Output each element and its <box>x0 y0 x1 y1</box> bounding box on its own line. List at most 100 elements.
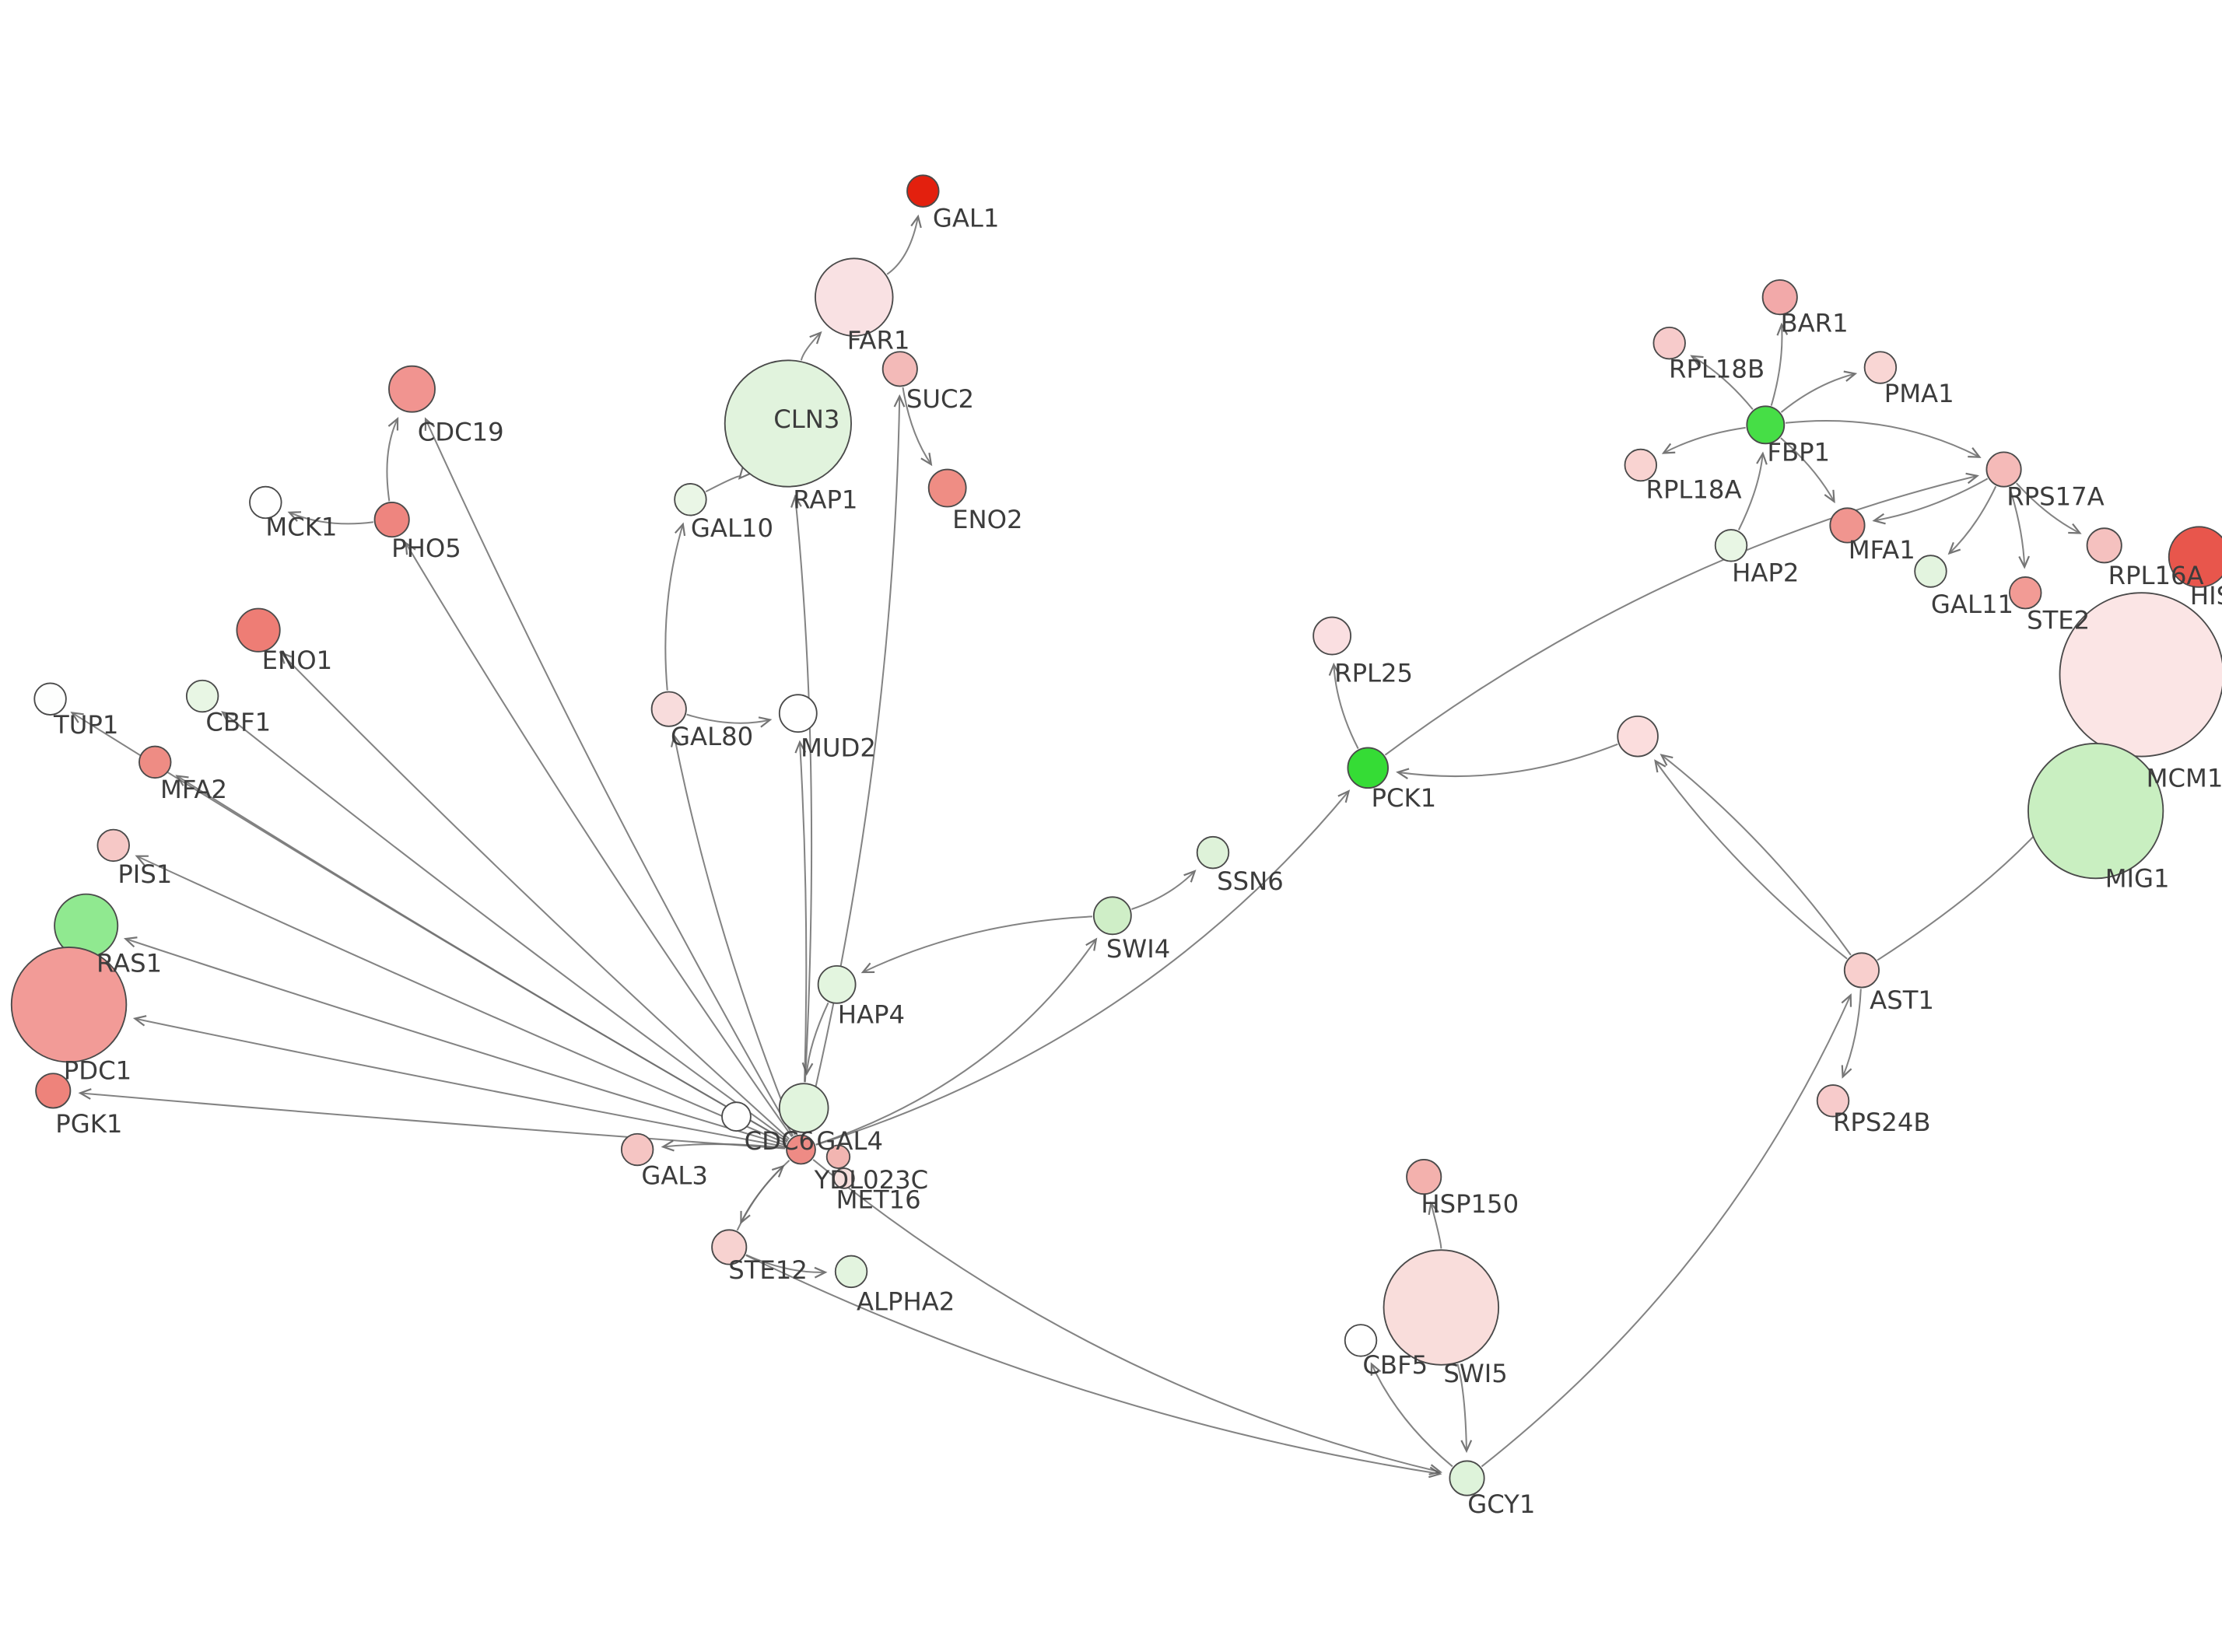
node-tup1[interactable] <box>33 682 67 716</box>
node-label-ast1: AST1 <box>1870 985 1934 1015</box>
node-label-hap2: HAP2 <box>1732 558 1799 587</box>
node-swi4[interactable] <box>1092 896 1132 936</box>
node-gcy1[interactable] <box>1449 1460 1485 1496</box>
node-met16[interactable] <box>833 1167 855 1189</box>
node-ste2[interactable] <box>2009 576 2042 610</box>
node-rpl25[interactable] <box>1313 616 1352 656</box>
node-rps24b[interactable] <box>1816 1084 1850 1118</box>
node-ste12[interactable] <box>711 1229 748 1265</box>
node-hap2[interactable] <box>1714 529 1748 562</box>
node-cdc6[interactable] <box>778 1083 829 1133</box>
node-gal3[interactable] <box>620 1132 654 1167</box>
node-mfa2[interactable] <box>138 745 172 779</box>
node-pgk1[interactable] <box>35 1073 72 1109</box>
node-mck1[interactable] <box>249 485 282 520</box>
node-label-ste2: STE2 <box>2027 605 2090 635</box>
node-cdc19[interactable] <box>388 365 436 413</box>
node-mcm1[interactable] <box>2059 592 2222 758</box>
node-label-rap1: RAP1 <box>793 485 857 514</box>
node-label-pho5: PHO5 <box>391 534 461 563</box>
node-alpha2[interactable] <box>834 1255 868 1289</box>
node-rpl18a[interactable] <box>1624 448 1658 482</box>
node-cbf5[interactable] <box>1344 1324 1378 1357</box>
node-wn1[interactable] <box>721 1101 752 1132</box>
node-gal11[interactable] <box>1914 555 1947 588</box>
node-gal10[interactable] <box>674 483 707 516</box>
edge-ste12-gal4 <box>736 1164 785 1231</box>
node-pck1[interactable] <box>1347 747 1389 789</box>
node-his4[interactable] <box>2168 526 2222 588</box>
node-fbp1[interactable] <box>1746 405 1786 445</box>
node-gal1[interactable] <box>906 174 940 208</box>
node-nx1[interactable] <box>1617 715 1659 758</box>
node-label-pck1: PCK1 <box>1372 783 1437 813</box>
node-label-mfa1: MFA1 <box>1849 535 1915 565</box>
node-rap1[interactable] <box>724 359 852 488</box>
node-swi5[interactable] <box>1383 1249 1500 1366</box>
edge-gal4-pis1 <box>135 855 787 1145</box>
node-label-pgk1: PGK1 <box>55 1109 122 1139</box>
edge-fbp1-rpl18b <box>1690 355 1754 411</box>
node-label-cdc6: CDC6 <box>745 1126 815 1156</box>
node-mig1[interactable] <box>2027 742 2164 880</box>
edge-fbp1-rpl18a <box>1661 426 1746 454</box>
node-mfa1[interactable] <box>1829 507 1866 544</box>
node-label-mig1: MIG1 <box>2105 863 2170 893</box>
node-label-gal3: GAL3 <box>641 1160 708 1190</box>
node-label-rpl16a: RPL16A <box>2108 561 2204 590</box>
node-label-rpl25: RPL25 <box>1334 659 1413 688</box>
edge-nx1-pck1 <box>1396 743 1618 779</box>
edge-gal4-ste12 <box>740 1160 790 1225</box>
node-label-ssn6: SSN6 <box>1217 866 1284 896</box>
edge-far1-gal1 <box>886 214 922 275</box>
node-pho5[interactable] <box>373 502 410 538</box>
node-ast1[interactable] <box>1843 952 1880 989</box>
node-label-gal11: GAL11 <box>1931 590 2013 619</box>
edge-gal10-rap1 <box>705 467 751 493</box>
edge-gal4-swi4 <box>815 937 1098 1146</box>
edge-gal4-mfa2 <box>175 775 788 1143</box>
node-suc2[interactable] <box>881 351 918 387</box>
node-pis1[interactable] <box>96 828 130 863</box>
node-cbf1[interactable] <box>185 679 219 713</box>
edge-pck1-rpl25 <box>1328 662 1359 750</box>
node-label-rpl18a: RPL18A <box>1646 474 1742 504</box>
edge-cdc6-rap1 <box>790 494 813 1083</box>
edge-rps17a-ste2 <box>2008 487 2031 569</box>
node-ydl023c[interactable] <box>825 1144 851 1169</box>
node-label-gal1: GAL1 <box>933 204 1000 233</box>
node-hsp150[interactable] <box>1406 1159 1442 1195</box>
edge-fbp1-mfa1 <box>1780 437 1835 504</box>
node-eno2[interactable] <box>927 468 967 508</box>
node-gal80[interactable] <box>650 691 687 727</box>
edge-swi5-hsp150 <box>1428 1201 1442 1249</box>
node-rpl16a[interactable] <box>2086 527 2122 564</box>
node-label-hsp150: HSP150 <box>1421 1189 1519 1219</box>
edge-pck1-rps17a <box>1384 472 1979 756</box>
node-rpl18b[interactable] <box>1652 326 1686 360</box>
edge-gal4-pdc1 <box>132 1015 786 1148</box>
edge-gal4-gal80 <box>670 733 796 1136</box>
node-label-far1: FAR1 <box>847 326 910 355</box>
edge-gal4-gcy1 <box>812 1159 1442 1475</box>
node-bar1[interactable] <box>1761 279 1798 316</box>
node-pdc1[interactable] <box>10 946 128 1063</box>
node-label-gal80: GAL80 <box>671 722 753 751</box>
node-label-mck1: MCK1 <box>265 512 337 541</box>
node-label-cbf1: CBF1 <box>205 707 271 737</box>
node-eno1[interactable] <box>236 607 281 653</box>
node-gal4[interactable] <box>786 1134 816 1165</box>
node-far1[interactable] <box>815 257 894 337</box>
node-ssn6[interactable] <box>1196 835 1230 870</box>
node-mud2[interactable] <box>778 694 818 733</box>
node-pma1[interactable] <box>1863 351 1898 384</box>
edge-cdc6-mud2 <box>794 740 808 1083</box>
edge-gal4-gal3 <box>661 1139 786 1152</box>
edge-fbp1-bar1 <box>1770 322 1789 406</box>
edge-pho5-cdc19 <box>386 417 399 502</box>
node-hap4[interactable] <box>817 964 857 1004</box>
node-rps17a[interactable] <box>1985 451 2022 488</box>
edge-swi4-ssn6 <box>1131 870 1197 910</box>
